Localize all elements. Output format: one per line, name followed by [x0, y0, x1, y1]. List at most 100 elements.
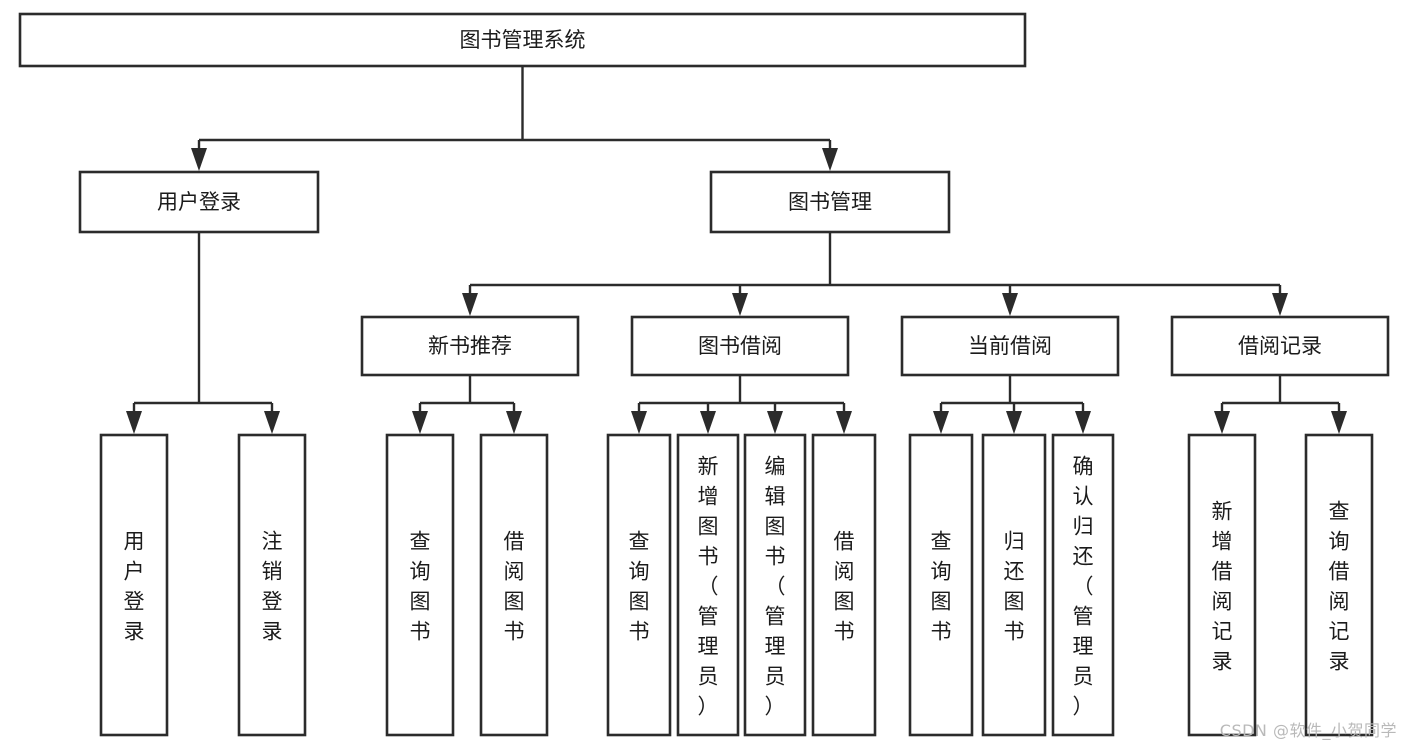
node-label-char: 书 — [931, 619, 952, 643]
node-label-char: 查 — [410, 529, 431, 553]
node-label-char: 询 — [410, 559, 431, 583]
arrow-head-icon — [1331, 411, 1347, 434]
node-label: 图书借阅 — [698, 334, 782, 358]
node-label-char: 还 — [1004, 559, 1025, 583]
arrow-head-icon — [506, 411, 522, 434]
node-label-char: 注 — [262, 529, 283, 553]
node-leaf-logout[interactable]: 注销登录 — [237, 433, 307, 737]
node-leaf-edit-book[interactable]: 编辑图书（管理员） — [743, 433, 807, 737]
node-label-char: 书 — [698, 544, 719, 568]
node-label-char: 理 — [698, 634, 719, 658]
node-leaf-confirm-return[interactable]: 确认归还（管理员） — [1051, 433, 1115, 737]
node-leaf-borrow-book-2[interactable]: 借阅图书 — [811, 433, 877, 737]
node-label: 借阅图书 — [504, 529, 525, 643]
node-label-char: 管 — [1073, 604, 1094, 628]
node-label-char: 图 — [765, 514, 786, 538]
node-label-char: 增 — [698, 484, 719, 508]
node-user-login[interactable]: 用户登录 — [78, 170, 320, 234]
node-box[interactable] — [630, 315, 850, 377]
node-label-char: 录 — [1329, 649, 1350, 673]
node-label-char: 借 — [1329, 559, 1350, 583]
node-leaf-user-login[interactable]: 用户登录 — [99, 433, 169, 737]
node-label-char: ） — [765, 694, 786, 718]
node-box[interactable] — [360, 315, 580, 377]
node-label: 用户登录 — [157, 190, 241, 214]
node-box[interactable] — [385, 433, 455, 737]
node-leaf-return-book[interactable]: 归还图书 — [981, 433, 1047, 737]
node-label-char: 书 — [765, 544, 786, 568]
node-leaf-add-record[interactable]: 新增借阅记录 — [1187, 433, 1257, 737]
node-leaf-query-book-1[interactable]: 查询图书 — [385, 433, 455, 737]
node-box[interactable] — [1187, 433, 1257, 737]
node-label: 图书管理 — [788, 190, 872, 214]
node-label-char: 书 — [834, 619, 855, 643]
arrow-head-icon — [933, 411, 949, 434]
node-label: 查询借阅记录 — [1329, 499, 1350, 673]
node-label-char: 借 — [504, 529, 525, 553]
node-box[interactable] — [811, 433, 877, 737]
node-label: 归还图书 — [1004, 529, 1025, 643]
node-leaf-add-book[interactable]: 新增图书（管理员） — [676, 433, 740, 737]
node-box[interactable] — [900, 315, 1120, 377]
node-label-char: 新 — [1212, 499, 1233, 523]
node-label: 当前借阅 — [968, 334, 1052, 358]
node-label: 查询图书 — [629, 529, 650, 643]
arrow-head-icon — [1214, 411, 1230, 434]
node-label-char: 书 — [629, 619, 650, 643]
node-box[interactable] — [981, 433, 1047, 737]
node-book-manage[interactable]: 图书管理 — [709, 170, 951, 234]
node-label: 查询图书 — [410, 529, 431, 643]
node-label-char: 借 — [834, 529, 855, 553]
node-label-char: 录 — [262, 619, 283, 643]
node-box[interactable] — [606, 433, 672, 737]
node-box[interactable] — [1304, 433, 1374, 737]
node-label-char: 认 — [1073, 484, 1094, 508]
node-box[interactable] — [908, 433, 974, 737]
node-box[interactable] — [18, 12, 1027, 68]
node-label-char: 记 — [1212, 619, 1233, 643]
node-label-char: 图 — [629, 589, 650, 613]
node-box[interactable] — [709, 170, 951, 234]
node-label-char: 归 — [1004, 529, 1025, 553]
node-label-char: 图 — [931, 589, 952, 613]
node-label-char: 理 — [1073, 634, 1094, 658]
arrow-head-icon — [822, 148, 838, 171]
node-borrow-record[interactable]: 借阅记录 — [1170, 315, 1390, 377]
node-box[interactable] — [78, 170, 320, 234]
node-label-char: 登 — [124, 589, 145, 613]
node-box[interactable] — [237, 433, 307, 737]
node-box[interactable] — [743, 433, 807, 737]
node-leaf-borrow-book-1[interactable]: 借阅图书 — [479, 433, 549, 737]
node-label: 确认归还（管理员） — [1073, 454, 1094, 718]
node-leaf-query-book-3[interactable]: 查询图书 — [908, 433, 974, 737]
node-box[interactable] — [1170, 315, 1390, 377]
node-label-char: 辑 — [765, 484, 786, 508]
node-current-borrow[interactable]: 当前借阅 — [900, 315, 1120, 377]
node-leaf-query-record[interactable]: 查询借阅记录 — [1304, 433, 1374, 737]
node-label-char: 编 — [765, 454, 786, 478]
node-box[interactable] — [676, 433, 740, 737]
node-root[interactable]: 图书管理系统 — [18, 12, 1027, 68]
node-label-char: 管 — [698, 604, 719, 628]
node-label-char: 销 — [262, 559, 283, 583]
arrow-head-icon — [631, 411, 647, 434]
node-box[interactable] — [1051, 433, 1115, 737]
node-new-book-rec[interactable]: 新书推荐 — [360, 315, 580, 377]
node-box[interactable] — [99, 433, 169, 737]
arrow-head-icon — [264, 411, 280, 434]
node-label-char: 管 — [765, 604, 786, 628]
node-leaf-query-book-2[interactable]: 查询图书 — [606, 433, 672, 737]
node-label: 新增图书（管理员） — [698, 454, 719, 718]
node-label-char: 用 — [124, 529, 145, 553]
node-label-char: 员 — [765, 664, 786, 688]
node-label: 图书管理系统 — [460, 28, 586, 52]
node-book-borrow[interactable]: 图书借阅 — [630, 315, 850, 377]
node-label-char: 询 — [1329, 529, 1350, 553]
node-box[interactable] — [479, 433, 549, 737]
node-label-char: 借 — [1212, 559, 1233, 583]
node-label-char: 图 — [1004, 589, 1025, 613]
node-label-char: ） — [698, 694, 719, 718]
node-label-char: 户 — [124, 559, 145, 583]
